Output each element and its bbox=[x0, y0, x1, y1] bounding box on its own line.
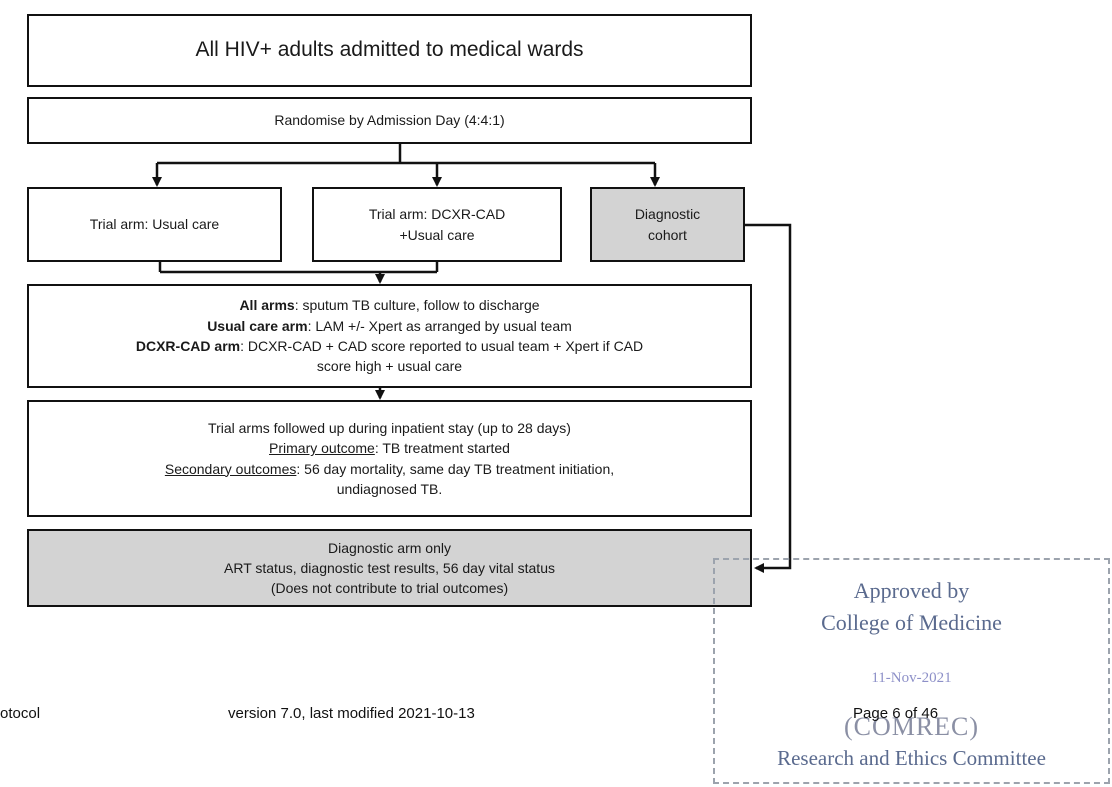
usual-arm-line: Usual care arm: LAM +/- Xpert as arrange… bbox=[207, 316, 572, 336]
trial-arm-dcxr-line2: +Usual care bbox=[399, 226, 475, 243]
diagnostic-arm-line2: ART status, diagnostic test results, 56 … bbox=[224, 559, 555, 576]
footer-left-text: otocol bbox=[0, 705, 41, 722]
approval-stamp: Approved by College of Medicine 11-Nov-2… bbox=[713, 558, 1110, 784]
secondary-outcome-line2: undiagnosed TB. bbox=[336, 480, 443, 497]
diagnostic-cohort-line2: cohort bbox=[648, 226, 687, 243]
trial-arm-usual-care-text: Trial arm: Usual care bbox=[89, 216, 220, 233]
all-arms-label: All arms bbox=[239, 297, 295, 314]
box-randomise-text: Randomise by Admission Day (4:4:1) bbox=[274, 112, 505, 129]
secondary-outcome-text: : 56 day mortality, same day TB treatmen… bbox=[296, 460, 615, 477]
footer-page-number: Page 6 of 46 bbox=[853, 705, 939, 722]
stamp-committee: Research and Ethics Committee bbox=[777, 746, 1046, 770]
box-all-hiv-adults: All HIV+ adults admitted to medical ward… bbox=[27, 14, 752, 87]
secondary-outcome-line: Secondary outcomes: 56 day mortality, sa… bbox=[165, 459, 614, 479]
box-all-arms: All arms: sputum TB culture, follow to d… bbox=[27, 284, 752, 388]
box-followup: Trial arms followed up during inpatient … bbox=[27, 400, 752, 517]
diagnostic-arm-line1: Diagnostic arm only bbox=[328, 539, 451, 556]
followup-line1: Trial arms followed up during inpatient … bbox=[208, 419, 571, 436]
diagnostic-arm-line3: (Does not contribute to trial outcomes) bbox=[270, 580, 509, 597]
diagnostic-cohort-line1: Diagnostic bbox=[634, 206, 701, 223]
dcxr-arm-text: : DCXR-CAD + CAD score reported to usual… bbox=[240, 338, 644, 354]
box-trial-arm-dcxr-cad: Trial arm: DCXR-CAD +Usual care bbox=[312, 187, 562, 262]
stamp-comrec: (COMREC) bbox=[843, 712, 980, 741]
stamp-date: 11-Nov-2021 bbox=[871, 670, 952, 686]
box-randomise: Randomise by Admission Day (4:4:1) bbox=[27, 97, 752, 144]
stamp-approved-by: Approved by bbox=[853, 578, 970, 603]
arrow-cohort-to-diagnostic-arm bbox=[745, 223, 792, 573]
primary-outcome-label: Primary outcome bbox=[269, 440, 375, 457]
usual-arm-label: Usual care arm bbox=[207, 317, 308, 334]
secondary-outcome-label: Secondary outcomes bbox=[164, 460, 297, 477]
box-diagnostic-arm-only: Diagnostic arm only ART status, diagnost… bbox=[27, 529, 752, 607]
primary-outcome-text: : TB treatment started bbox=[374, 440, 510, 457]
box-all-hiv-adults-text: All HIV+ adults admitted to medical ward… bbox=[195, 38, 584, 62]
all-arms-line: All arms: sputum TB culture, follow to d… bbox=[239, 295, 539, 315]
dcxr-arm-line: DCXR-CAD arm: DCXR-CAD + CAD score repor… bbox=[136, 336, 643, 356]
trial-arm-dcxr-line1: Trial arm: DCXR-CAD bbox=[368, 206, 506, 223]
dcxr-arm-line2: score high + usual care bbox=[316, 358, 463, 375]
box-diagnostic-cohort: Diagnostic cohort bbox=[590, 187, 745, 262]
all-arms-text: : sputum TB culture, follow to discharge bbox=[294, 297, 540, 314]
usual-arm-text: : LAM +/- Xpert as arranged by usual tea… bbox=[307, 317, 572, 334]
footer-version: version 7.0, last modified 2021-10-13 bbox=[228, 705, 475, 722]
stamp-college: College of Medicine bbox=[821, 610, 1002, 635]
primary-outcome-line: Primary outcome: TB treatment started bbox=[269, 438, 510, 458]
box-trial-arm-usual-care: Trial arm: Usual care bbox=[27, 187, 282, 262]
dcxr-arm-label: DCXR-CAD arm bbox=[135, 338, 241, 354]
